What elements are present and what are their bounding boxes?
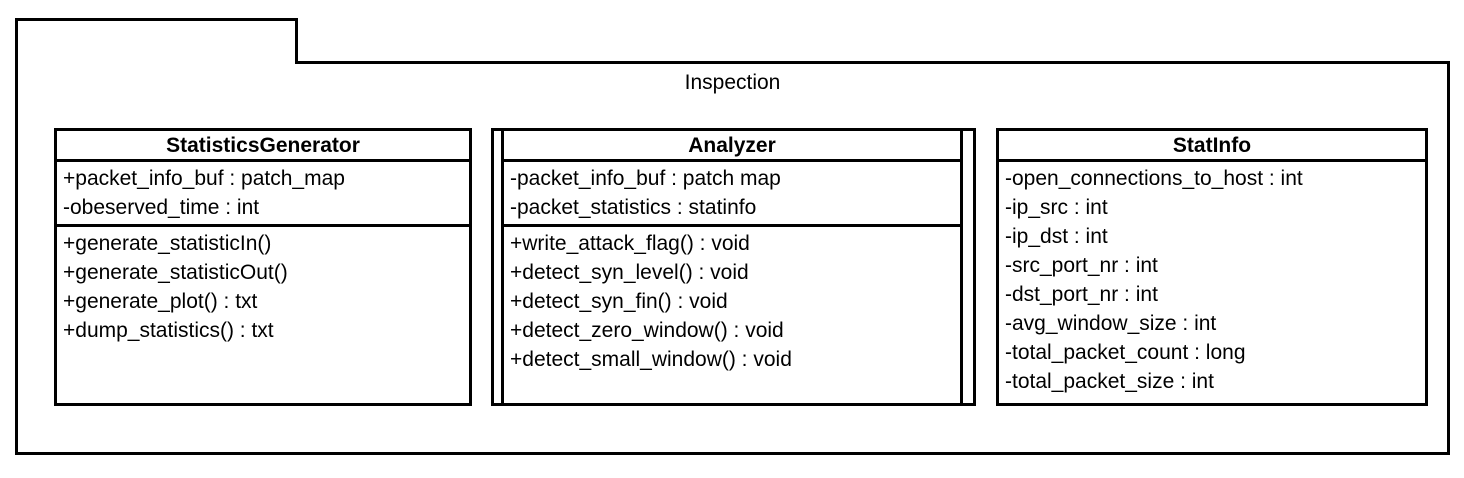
class-attribute: -src_port_nr : int (1005, 254, 1158, 277)
class-attributes-statinfo: -open_connections_to_host : int -ip_src … (999, 162, 1425, 398)
class-name-statistics-generator: StatisticsGenerator (57, 131, 469, 162)
class-attribute: -dst_port_nr : int (1005, 283, 1158, 306)
class-operations-statistics-generator: +generate_statisticIn() +generate_statis… (57, 227, 469, 347)
package-tab (15, 18, 298, 64)
class-attribute: -open_connections_to_host : int (1005, 167, 1303, 190)
class-attribute: -avg_window_size : int (1005, 312, 1217, 335)
class-operations-analyzer: +write_attack_flag() : void +detect_syn_… (504, 227, 960, 376)
class-operation: +generate_statisticIn() (63, 232, 272, 255)
class-box-analyzer[interactable]: Analyzer -packet_info_buf : patch map -p… (501, 128, 963, 406)
class-operation: +detect_syn_fin() : void (510, 290, 728, 313)
class-attribute: -obeserved_time : int (63, 196, 260, 219)
class-attributes-analyzer: -packet_info_buf : patch map -packet_sta… (504, 162, 960, 227)
class-attribute: -total_packet_count : long (1005, 341, 1246, 364)
package-title: Inspection (684, 71, 781, 94)
class-attribute: -ip_src : int (1005, 196, 1108, 219)
class-box-statistics-generator[interactable]: StatisticsGenerator +packet_info_buf : p… (54, 128, 472, 406)
class-operation: +detect_syn_level() : void (510, 261, 749, 284)
class-box-statinfo[interactable]: StatInfo -open_connections_to_host : int… (996, 128, 1428, 406)
class-name-analyzer: Analyzer (504, 131, 960, 162)
class-operation: +generate_plot() : txt (63, 290, 258, 313)
class-name-statinfo: StatInfo (999, 131, 1425, 162)
class-attribute: -total_packet_size : int (1005, 370, 1214, 393)
class-operation: +detect_zero_window() : void (510, 319, 784, 342)
class-attribute: +packet_info_buf : patch_map (63, 167, 345, 190)
class-operation: +dump_statistics() : txt (63, 319, 274, 342)
class-operation: +detect_small_window() : void (510, 348, 792, 371)
class-attributes-statistics-generator: +packet_info_buf : patch_map -obeserved_… (57, 162, 469, 227)
class-operation: +generate_statisticOut() (63, 261, 288, 284)
class-attribute: -packet_info_buf : patch map (510, 167, 781, 190)
class-operation: +write_attack_flag() : void (510, 232, 750, 255)
class-attribute: -ip_dst : int (1005, 225, 1108, 248)
class-attribute: -packet_statistics : statinfo (510, 196, 757, 219)
